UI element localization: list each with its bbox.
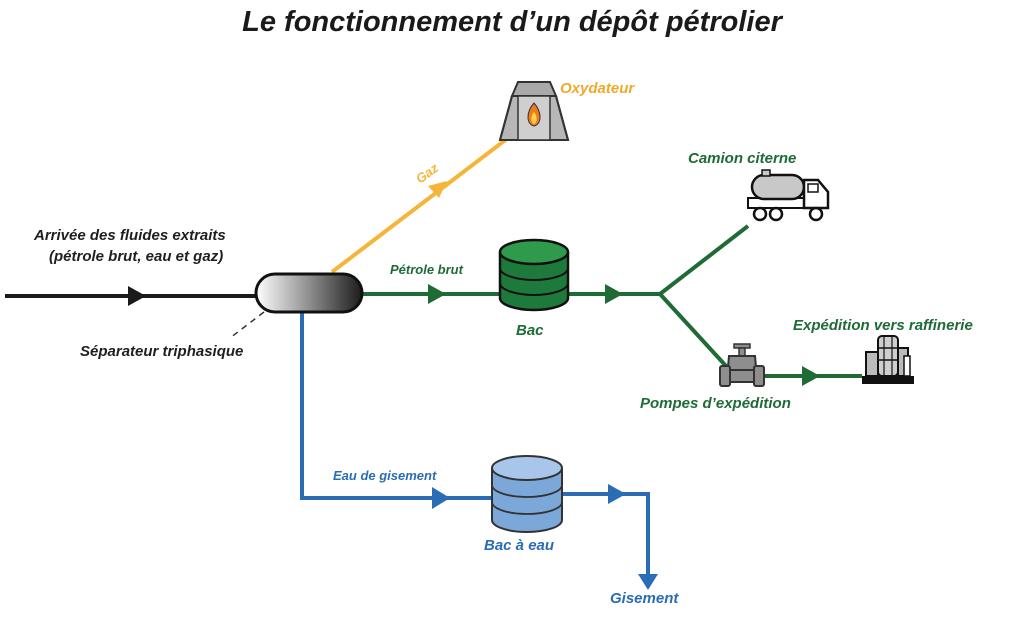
crude-oil-pipes xyxy=(362,224,862,386)
crude-oil-label: Pétrole brut xyxy=(390,262,463,277)
water-pipes xyxy=(300,308,658,590)
gas-label: Gaz xyxy=(413,160,442,186)
flare-stack-icon xyxy=(498,81,570,141)
reservoir-water-label: Eau de gisement xyxy=(333,468,437,483)
gas-arrow xyxy=(428,181,447,198)
separator-vessel xyxy=(254,272,364,314)
inlet-label-line1: Arrivée des fluides extraits xyxy=(34,227,226,244)
separator-leader xyxy=(229,311,265,339)
inlet-arrow xyxy=(128,286,146,306)
tanker-truck-icon xyxy=(747,169,830,222)
storage-tank-icon xyxy=(498,238,570,312)
shipping-pumps-label: Pompes d’expédition xyxy=(640,395,791,412)
tank-label: Bac xyxy=(516,322,544,339)
oxidizer-label: Oxydateur xyxy=(560,80,635,97)
reservoir-label: Gisement xyxy=(610,590,679,607)
gas-pipe xyxy=(330,136,510,274)
water-tank-label: Bac à eau xyxy=(484,537,555,554)
refinery-icon xyxy=(862,335,914,384)
crude-arrow-2 xyxy=(605,284,623,304)
water-arrow-2 xyxy=(608,484,626,504)
tanker-truck-label: Camion citerne xyxy=(688,150,797,167)
separator-label: Séparateur triphasique xyxy=(80,343,244,360)
pump-valve-icon xyxy=(719,343,765,387)
crude-arrow-3 xyxy=(802,366,820,386)
crude-arrow-1 xyxy=(428,284,446,304)
water-tank-icon xyxy=(491,455,563,533)
page-title: Le fonctionnement d’un dépôt pétrolier xyxy=(242,6,782,38)
inlet-pipe xyxy=(5,286,258,306)
water-arrow-1 xyxy=(432,487,450,509)
water-arrow-3 xyxy=(638,574,658,590)
inlet-label-line2: (pétrole brut, eau et gaz) xyxy=(49,248,224,265)
refinery-shipping-label: Expédition vers raffinerie xyxy=(793,317,973,334)
